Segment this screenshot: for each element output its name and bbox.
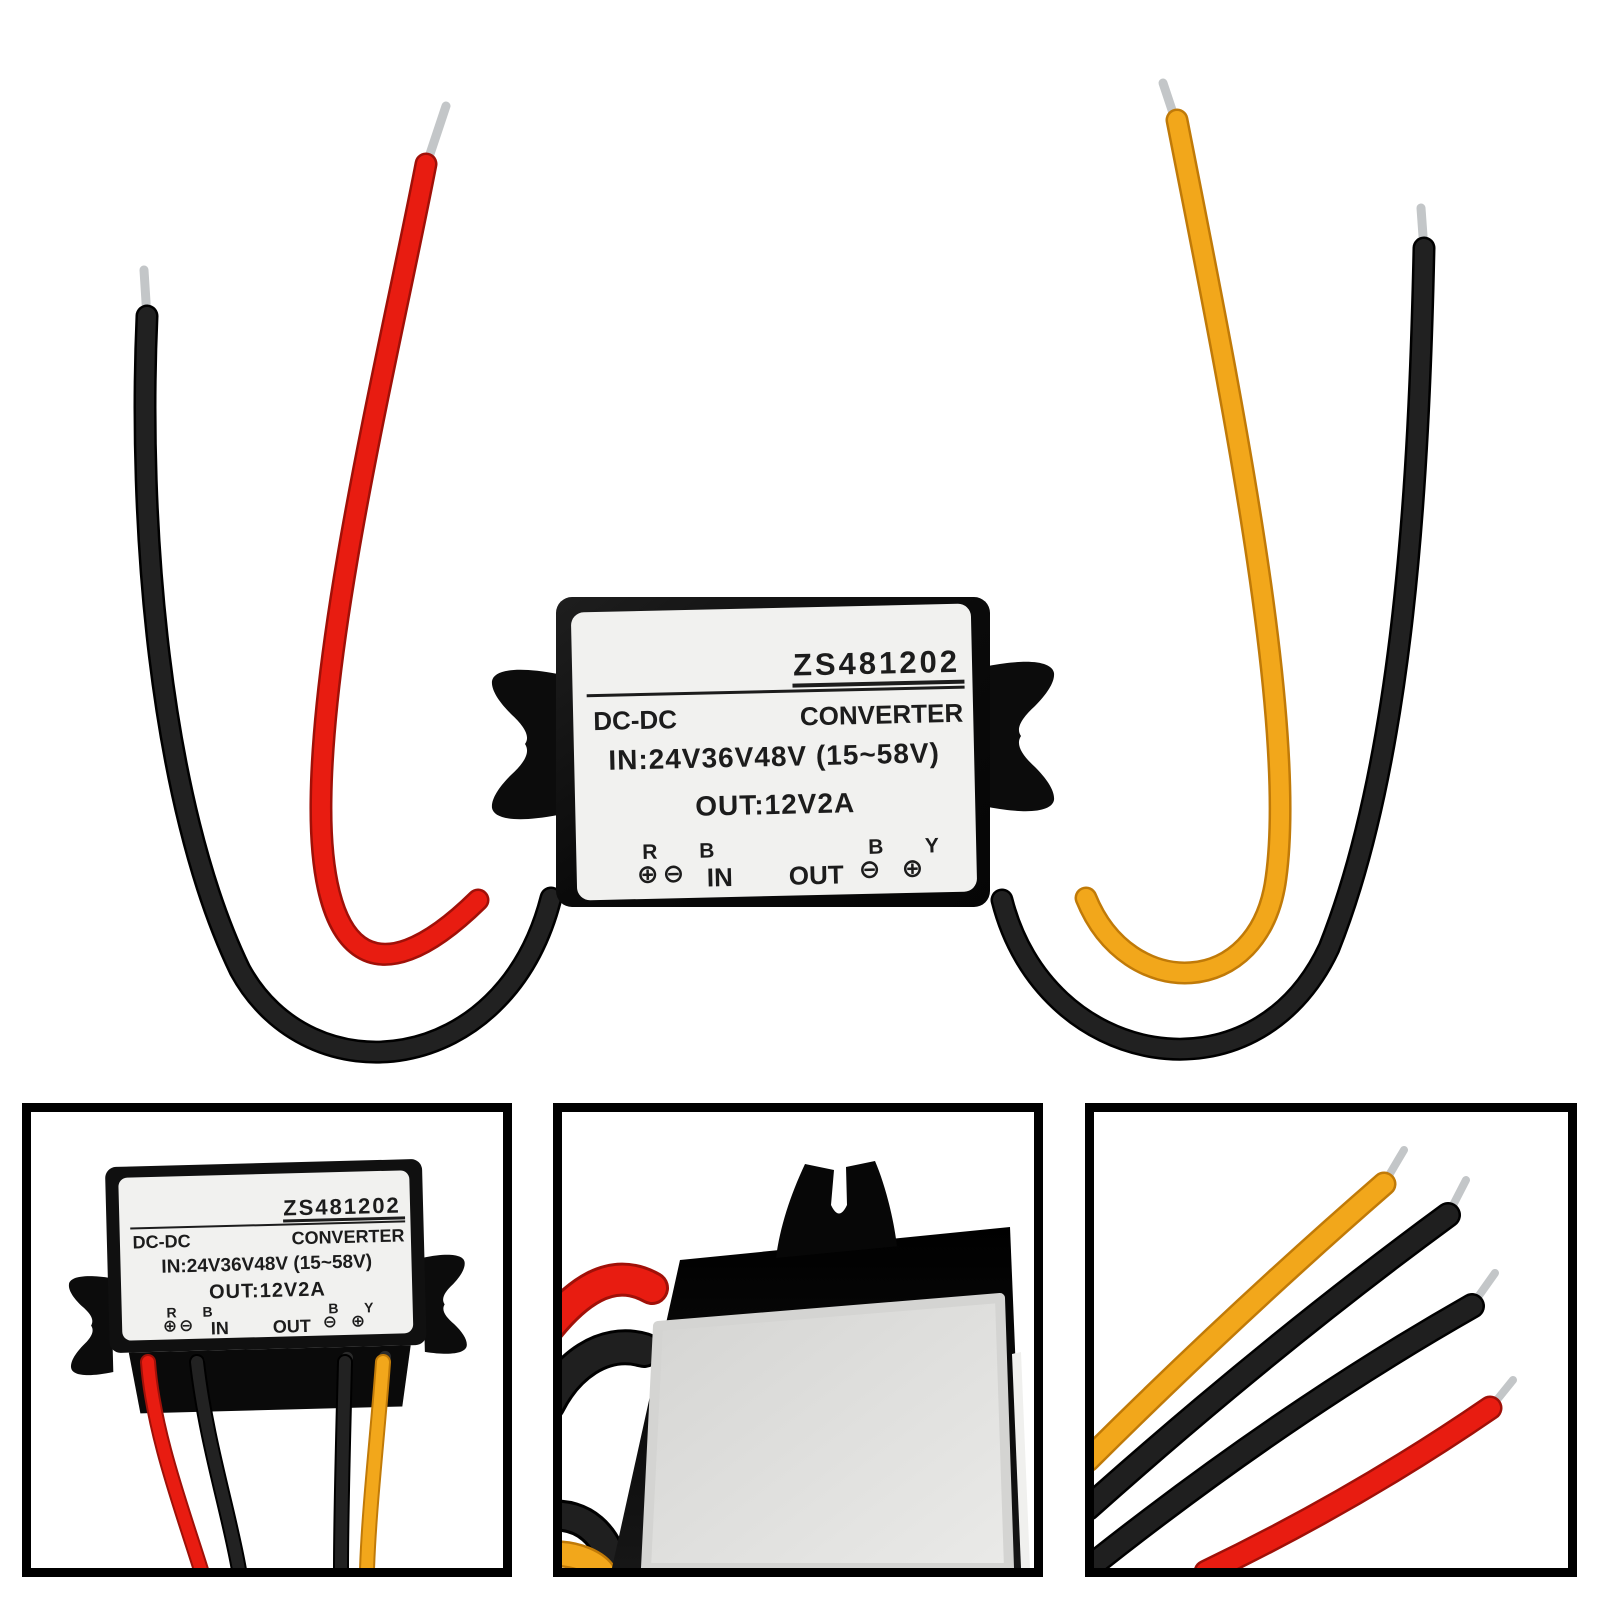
- closeup-yellow-wire: [562, 1543, 614, 1568]
- type-dcdc: DC-DC: [592, 704, 678, 737]
- output-spec: OUT:12V2A: [694, 787, 856, 822]
- black-input-wire: [136, 307, 560, 1062]
- thumb3-black-wire2: [1094, 1295, 1483, 1568]
- thumbnail-tab-closeup: [553, 1103, 1043, 1577]
- thumbnail-front-view: ZS481202 DC-DC CONVERTER IN:24V36V48V (1…: [22, 1103, 512, 1577]
- mini-input-polarity-symbols: ⊕⊖: [162, 1315, 196, 1337]
- thumb3-black-wire1: [1094, 1204, 1459, 1517]
- mini-type-converter: CONVERTER: [291, 1225, 405, 1249]
- thumb3-wire-tips: [1381, 1146, 1517, 1410]
- black-output-wire: [993, 239, 1433, 1059]
- mini-output-wire-letters: B Y: [328, 1298, 385, 1317]
- closeup-black-wire2: [562, 1502, 627, 1568]
- closeup-red-wire: [562, 1265, 666, 1334]
- thumb3-red-wire: [1196, 1398, 1500, 1568]
- mini-output-terminal-label: OUT: [272, 1315, 312, 1337]
- thumb2-art: [562, 1161, 1030, 1568]
- left-mounting-tab: [491, 669, 558, 820]
- mini-yellow-wire: [361, 1356, 389, 1568]
- thumb3-yellow-wire: [1094, 1174, 1394, 1468]
- black-output-wire-outline: [990, 236, 1436, 1061]
- red-input-wire: [311, 155, 487, 964]
- converter-label-face: [571, 603, 977, 901]
- thumbnail-wire-tips: [1085, 1103, 1577, 1577]
- mini-input-spec: IN:24V36V48V (15~58V): [161, 1251, 373, 1278]
- mini-device-label: ZS481202 DC-DC CONVERTER IN:24V36V48V (1…: [119, 1170, 414, 1341]
- device-label: ZS481202 DC-DC CONVERTER IN:24V36V48V (1…: [571, 603, 977, 900]
- mini-terminal-markings: R B ⊕⊖ IN OUT ⊖ ⊕ B Y: [122, 1296, 415, 1366]
- mini-device-type-row: DC-DC CONVERTER: [132, 1225, 404, 1253]
- thumb1-art: [68, 1159, 467, 1568]
- input-spec: IN:24V36V48V (15~58V): [608, 737, 941, 776]
- mini-black-in-wire: [191, 1356, 245, 1568]
- mini-label-face: [118, 1170, 414, 1341]
- wire-tips: [139, 78, 1429, 323]
- closeup-label-face: [641, 1293, 1014, 1568]
- terminal-markings: R B ⊕⊖ IN OUT ⊖ ⊕ B Y: [576, 827, 977, 898]
- closeup-mounting-tab: [776, 1161, 900, 1258]
- thumb3-art: [1094, 1146, 1517, 1568]
- device-type-row: DC-DC CONVERTER: [593, 698, 964, 737]
- mini-input-terminal-label: IN: [210, 1318, 230, 1339]
- mini-left-mounting-tab: [68, 1276, 114, 1376]
- mini-right-mounting-tab: [422, 1254, 467, 1354]
- output-terminal-label: OUT: [788, 859, 845, 891]
- mini-red-wire: [142, 1356, 207, 1568]
- closeup-wires: [562, 1262, 669, 1568]
- label-underline: [586, 685, 965, 698]
- thumb3-wires: [1094, 1171, 1503, 1568]
- wires: [133, 108, 1436, 1064]
- mini-black-out-wire: [335, 1356, 351, 1568]
- mini-type-dcdc: DC-DC: [132, 1230, 191, 1253]
- mini-wires: [140, 1354, 391, 1568]
- main-product-art: [133, 78, 1436, 1064]
- closeup-edge-highlight: [1012, 1352, 1030, 1568]
- model-number: ZS481202: [792, 643, 961, 683]
- input-terminal-label: IN: [706, 861, 734, 893]
- input-polarity-symbols: ⊕⊖: [636, 858, 689, 891]
- output-wire-letters: B Y: [867, 833, 958, 859]
- right-mounting-tab: [988, 661, 1055, 812]
- yellow-output-wire: [1077, 111, 1290, 982]
- closeup-black-wire: [562, 1332, 659, 1410]
- type-converter: CONVERTER: [799, 697, 964, 732]
